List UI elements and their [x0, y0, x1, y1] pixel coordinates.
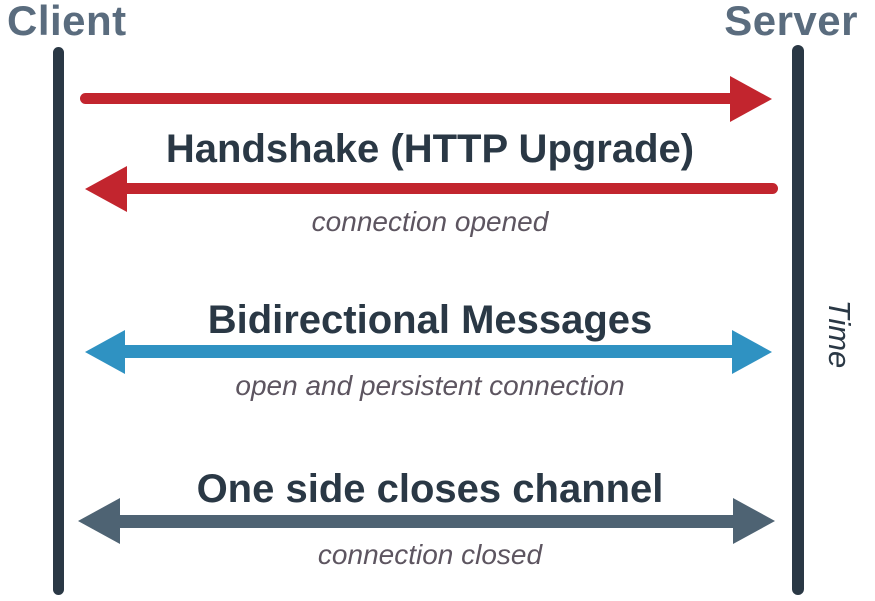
handshake-heading: Handshake (HTTP Upgrade)	[165, 127, 695, 171]
server-lifeline	[792, 45, 804, 595]
arrowhead-right-icon	[730, 76, 772, 122]
time-axis-label: Time	[822, 299, 857, 369]
arrow-shaft	[120, 345, 736, 358]
connection-closed-caption: connection closed	[317, 539, 543, 570]
arrow-shaft	[122, 183, 778, 194]
client-label: Client	[7, 0, 127, 44]
server-label: Server	[724, 0, 858, 44]
persistent-connection-caption: open and persistent connection	[235, 370, 625, 401]
arrow-shaft	[114, 515, 738, 528]
client-lifeline	[53, 47, 64, 595]
close-channel-heading: One side closes channel	[196, 467, 664, 511]
arrow-shaft	[80, 93, 740, 104]
bidirectional-messages-heading: Bidirectional Messages	[207, 298, 653, 342]
connection-opened-caption: connection opened	[311, 206, 549, 237]
